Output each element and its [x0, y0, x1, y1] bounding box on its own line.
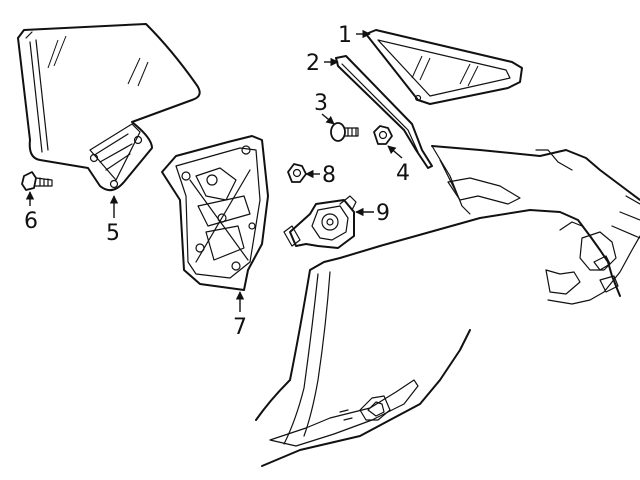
- callout-1: 1: [338, 23, 352, 48]
- callout-6: 6: [24, 209, 38, 234]
- quarter-window-part: [365, 29, 523, 105]
- callout-8: 8: [322, 163, 336, 188]
- channel-strip-part: [335, 55, 433, 169]
- callout-labels: 1 2 3 4 5 6 7 8 9: [24, 23, 410, 340]
- callout-3: 3: [314, 91, 328, 116]
- bolt-6-part: [21, 171, 53, 191]
- window-motor-part: [283, 195, 357, 249]
- callout-2: 2: [306, 51, 320, 76]
- callout-7: 7: [233, 315, 247, 340]
- nut-4-part: [373, 125, 393, 145]
- callout-9: 9: [376, 201, 390, 226]
- door-glass-part: [17, 23, 201, 192]
- leader-4: [387, 145, 403, 159]
- screw-3-part: [330, 122, 359, 142]
- leader-lines: [25, 29, 403, 312]
- callout-5: 5: [106, 221, 120, 246]
- quarter-panel-part: [255, 145, 640, 467]
- callout-4: 4: [396, 161, 410, 186]
- leader-3: [321, 113, 335, 125]
- window-regulator-part: [161, 135, 269, 291]
- nut-8-part: [287, 163, 307, 183]
